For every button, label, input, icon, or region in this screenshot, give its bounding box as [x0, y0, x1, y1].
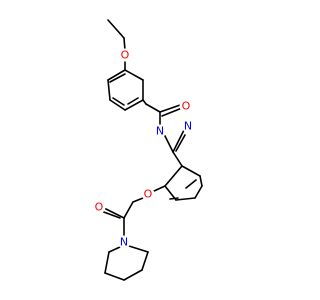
bond-line: [164, 165, 183, 187]
bond-line: [153, 185, 166, 192]
bond-line: [175, 197, 196, 201]
bond-line: [145, 103, 161, 113]
bond-line: [124, 69, 144, 81]
svg-text:O: O: [121, 49, 130, 62]
bond-line: [107, 79, 111, 101]
bond-line: [104, 272, 125, 281]
bond-line: [132, 197, 144, 203]
bond-line: [128, 245, 149, 253]
bond-line: [123, 201, 134, 219]
bond-line: [175, 134, 186, 152]
bond-line: [123, 269, 143, 281]
bond-line: [164, 185, 177, 201]
bond-line: [109, 73, 126, 83]
svg-text:O: O: [182, 100, 191, 113]
svg-text:O: O: [144, 188, 153, 201]
bond-line: [181, 165, 201, 177]
svg-text:N: N: [156, 125, 164, 138]
svg-text:N: N: [184, 120, 192, 133]
ether-oxygen-atom: O: [118, 48, 132, 62]
oxadiazole-ring-oxygen-atom: O: [179, 99, 193, 113]
bond-line: [103, 207, 125, 219]
bond-line: [104, 251, 110, 274]
bond-line: [199, 175, 203, 187]
bond-line: [123, 37, 126, 51]
bond-line: [127, 97, 139, 105]
bond-layer: [100, 19, 203, 281]
bond-line: [169, 197, 179, 200]
atom-label-layer: O O N O O N N: [92, 48, 195, 249]
bond-line: [141, 251, 149, 271]
chemical-structure: O O N O O N N: [92, 19, 203, 281]
oxadiazole-ring-nitrogen-atom-2: N: [181, 119, 195, 133]
carbonyl-oxygen-atom: O: [92, 200, 106, 214]
bond-line: [161, 107, 183, 117]
oxadiazole-ring-nitrogen-atom-4: N: [153, 124, 167, 138]
bond-line: [185, 179, 197, 189]
bond-line: [159, 103, 184, 113]
bond-line: [142, 99, 147, 105]
bond-line: [107, 19, 125, 39]
aryl-ether-oxygen-atom: O: [141, 187, 155, 201]
bond-line: [124, 99, 144, 111]
bond-line: [172, 129, 185, 153]
bond-line: [172, 151, 183, 167]
bond-line: [100, 210, 121, 219]
bond-line: [109, 99, 126, 111]
bond-line: [112, 97, 125, 106]
svg-text:N: N: [120, 236, 128, 249]
svg-text:O: O: [95, 201, 104, 214]
bond-line: [107, 69, 126, 81]
bond-line: [108, 246, 121, 253]
bond-line: [194, 185, 203, 199]
piperidine-nitrogen-atom: N: [117, 235, 131, 249]
